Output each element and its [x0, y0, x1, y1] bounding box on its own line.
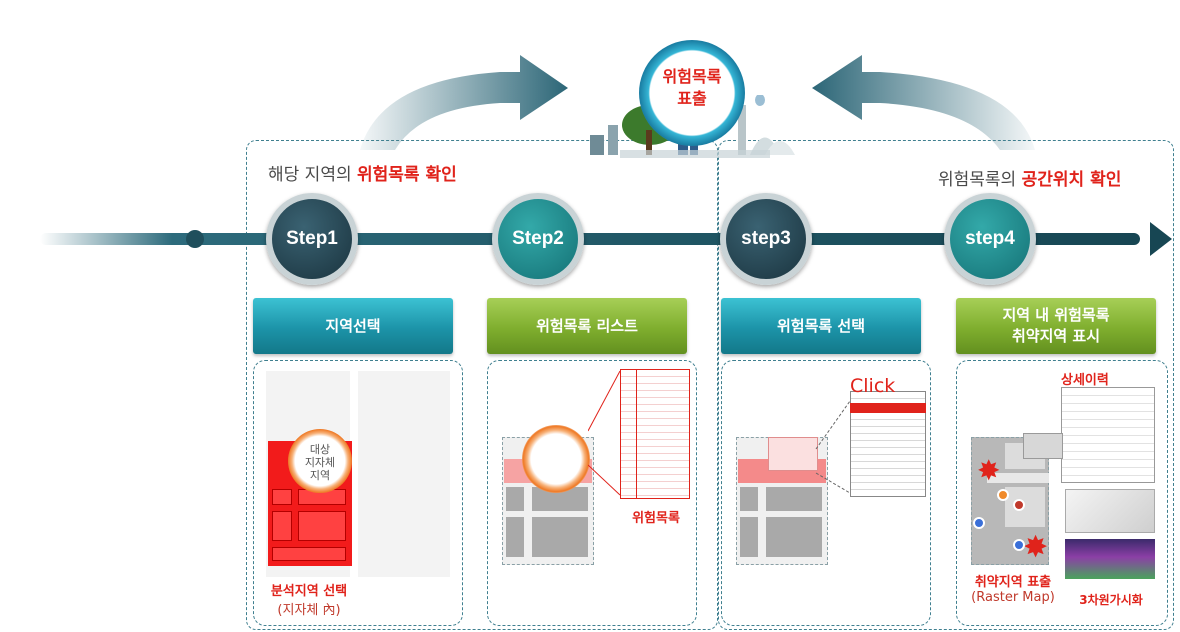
- map-block: [532, 517, 588, 557]
- panel-vulnerable-display: 상세이력 ✸ ✸ 취약지역 표출 (Raster Map) 3차원가시화: [956, 360, 1168, 626]
- panel-risk-select: Click: [721, 360, 931, 626]
- city-skyline-icon: [590, 95, 795, 158]
- panel2-caption: 위험목록: [632, 511, 680, 526]
- center-emblem: [639, 40, 745, 146]
- timeline-arrowhead-icon: [1150, 222, 1172, 256]
- step-3-circle: step3: [720, 193, 812, 285]
- risk-list-table-column: [636, 369, 637, 499]
- left-section-heading: 해당 지역의 위험목록 확인: [268, 160, 457, 185]
- raster-map-block: [1005, 487, 1045, 527]
- 3d-visualization-label: 3차원가시화: [1079, 593, 1143, 607]
- map-block: [740, 517, 758, 557]
- box-vulnerable-display: 지역 내 위험목록 취약지역 표시: [956, 298, 1156, 354]
- selected-row: [850, 403, 926, 413]
- right-section-heading: 위험목록의 공간위치 확인: [938, 165, 1121, 190]
- map-grid-line: [350, 371, 358, 577]
- selected-area-block: [272, 547, 346, 561]
- click-label: Click: [850, 375, 896, 397]
- panel1-caption: 분석지역 선택 (지자체 內): [254, 580, 364, 618]
- top-arrows: [360, 55, 1035, 150]
- left-heading-prefix: 해당 지역의: [268, 165, 358, 185]
- timeline-start-dot: [186, 230, 204, 248]
- emblem-title: 위험목록 표출: [648, 66, 736, 110]
- map-thumbnail: [1065, 489, 1155, 533]
- left-section-frame: [246, 140, 718, 630]
- emblem-line2: 표출: [677, 89, 707, 108]
- map-block: [506, 487, 524, 511]
- warning-star-icon: ✸: [1023, 530, 1049, 565]
- emblem-line1: 위험목록: [662, 67, 722, 86]
- box4-line2: 취약지역 표시: [1011, 327, 1100, 345]
- raster-map-road: [987, 473, 1049, 483]
- selected-building: [768, 437, 818, 471]
- box4-line1: 지역 내 위험목록: [1002, 306, 1110, 324]
- step-4-circle: step4: [944, 193, 1036, 285]
- detail-history-doc: [1061, 387, 1155, 483]
- right-heading-highlight: 공간위치 확인: [1021, 170, 1122, 190]
- right-section-frame: [718, 140, 1174, 630]
- detail-history-label: 상세이력: [1061, 373, 1109, 388]
- box-risk-select: 위험목록 선택: [721, 298, 921, 354]
- bubble-line3: 지역: [309, 469, 331, 482]
- right-curved-arrow: [812, 55, 1035, 150]
- risk-marker-icon: [973, 517, 985, 529]
- target-bubble-text: 대상 지자체 지역: [294, 443, 346, 482]
- selected-area-block: [272, 489, 292, 505]
- bubble-line2: 지자체: [304, 456, 336, 469]
- select-connector-lines: [815, 400, 851, 494]
- panel4-caption-line1: 취약지역 표출: [974, 575, 1052, 590]
- building-3d: [1023, 433, 1063, 459]
- 3d-visualization-thumbnail: [1065, 539, 1155, 579]
- bubble-line1: 대상: [309, 443, 331, 456]
- panel-risk-list: 위험목록: [487, 360, 697, 626]
- panel1-caption-line2: (지자체 內): [277, 603, 341, 618]
- panel-region-select: 대상 지자체 지역 분석지역 선택 (지자체 內): [253, 360, 463, 626]
- target-bubble: [288, 429, 352, 493]
- target-bubble: [522, 425, 590, 493]
- left-curved-arrow: [360, 55, 568, 150]
- step-2-circle: Step2: [492, 193, 584, 285]
- map-block: [506, 517, 524, 557]
- selected-area-block: [272, 511, 292, 541]
- right-heading-prefix: 위험목록의: [938, 170, 1022, 190]
- panel4-caption: 취약지역 표출 (Raster Map): [961, 571, 1065, 605]
- risk-list-table: [620, 369, 690, 499]
- risk-marker-icon: [997, 489, 1009, 501]
- warning-star-icon: ✸: [977, 454, 1001, 487]
- left-heading-highlight: 위험목록 확인: [357, 165, 457, 185]
- box-risk-list: 위험목록 리스트: [487, 298, 687, 354]
- box-region-select: 지역선택: [253, 298, 453, 354]
- risk-marker-icon: [1013, 539, 1025, 551]
- risk-marker-icon: [1013, 499, 1025, 511]
- map-block: [766, 487, 822, 511]
- panel1-caption-line1: 분석지역 선택: [270, 584, 348, 599]
- panel4-caption-line2: (Raster Map): [971, 590, 1055, 605]
- map-block: [766, 517, 822, 557]
- step-1-circle: Step1: [266, 193, 358, 285]
- map-block: [740, 487, 758, 511]
- list-connector-lines: [588, 370, 621, 496]
- selected-area-block: [298, 511, 346, 541]
